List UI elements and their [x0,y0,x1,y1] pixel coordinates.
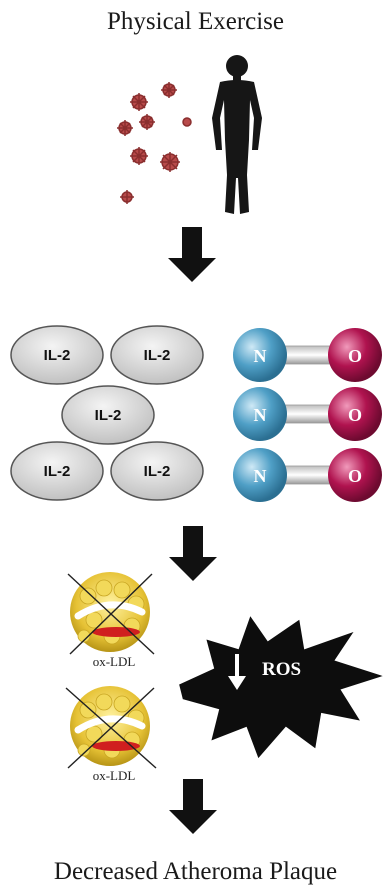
down-arrow-icon [169,526,217,581]
nitric-oxide-molecule: N O [233,448,382,502]
down-arrow-icon [168,227,216,282]
pathogen-icon [120,190,134,204]
pathogen-icon [130,147,148,165]
pathogen-icon [161,82,177,98]
svg-text:IL-2: IL-2 [44,463,71,480]
svg-text:O: O [348,346,362,366]
nitric-oxide-molecule: N O [233,328,382,382]
svg-text:IL-2: IL-2 [95,407,122,424]
svg-text:O: O [348,405,362,425]
svg-text:IL-2: IL-2 [144,463,171,480]
il2-cytokine: IL-2 [110,441,204,501]
human-silhouette-icon [212,55,262,214]
ox-ldl-particle [65,686,157,769]
svg-text:N: N [254,405,267,425]
no-molecules: N O N O N O [233,328,382,502]
decrease-arrow-icon [228,654,246,690]
nitric-oxide-molecule: N O [233,387,382,441]
ox-ldl-label: ox-LDL [92,654,136,669]
ros-starburst [176,611,390,762]
down-arrow-icon [169,779,217,834]
il2-cytokine: IL-2 [10,325,104,385]
il2-cytokine: IL-2 [110,325,204,385]
ox-ldl-label: ox-LDL [92,768,136,783]
il2-cluster: IL-2 IL-2 IL-2 IL-2 IL-2 [10,325,204,501]
il2-cytokine: IL-2 [10,441,104,501]
ox-ldl-particle [67,572,155,655]
il2-cytokine: IL-2 [61,385,155,445]
pathogen-icon [130,93,148,111]
pathogen-icon [160,152,180,172]
svg-text:N: N [254,346,267,366]
pathogen-icon [182,117,192,127]
bottom-title: Decreased Atheroma Plaque [53,858,338,885]
ros-label: ROS [262,659,302,680]
svg-text:IL-2: IL-2 [44,347,71,364]
pathogen-icon [117,120,133,136]
svg-text:IL-2: IL-2 [144,347,171,364]
pathogen-icon [117,82,192,204]
svg-text:N: N [254,466,267,486]
top-title: Physical Exercise [106,8,285,35]
svg-text:O: O [348,466,362,486]
pathogen-icon [139,114,155,130]
